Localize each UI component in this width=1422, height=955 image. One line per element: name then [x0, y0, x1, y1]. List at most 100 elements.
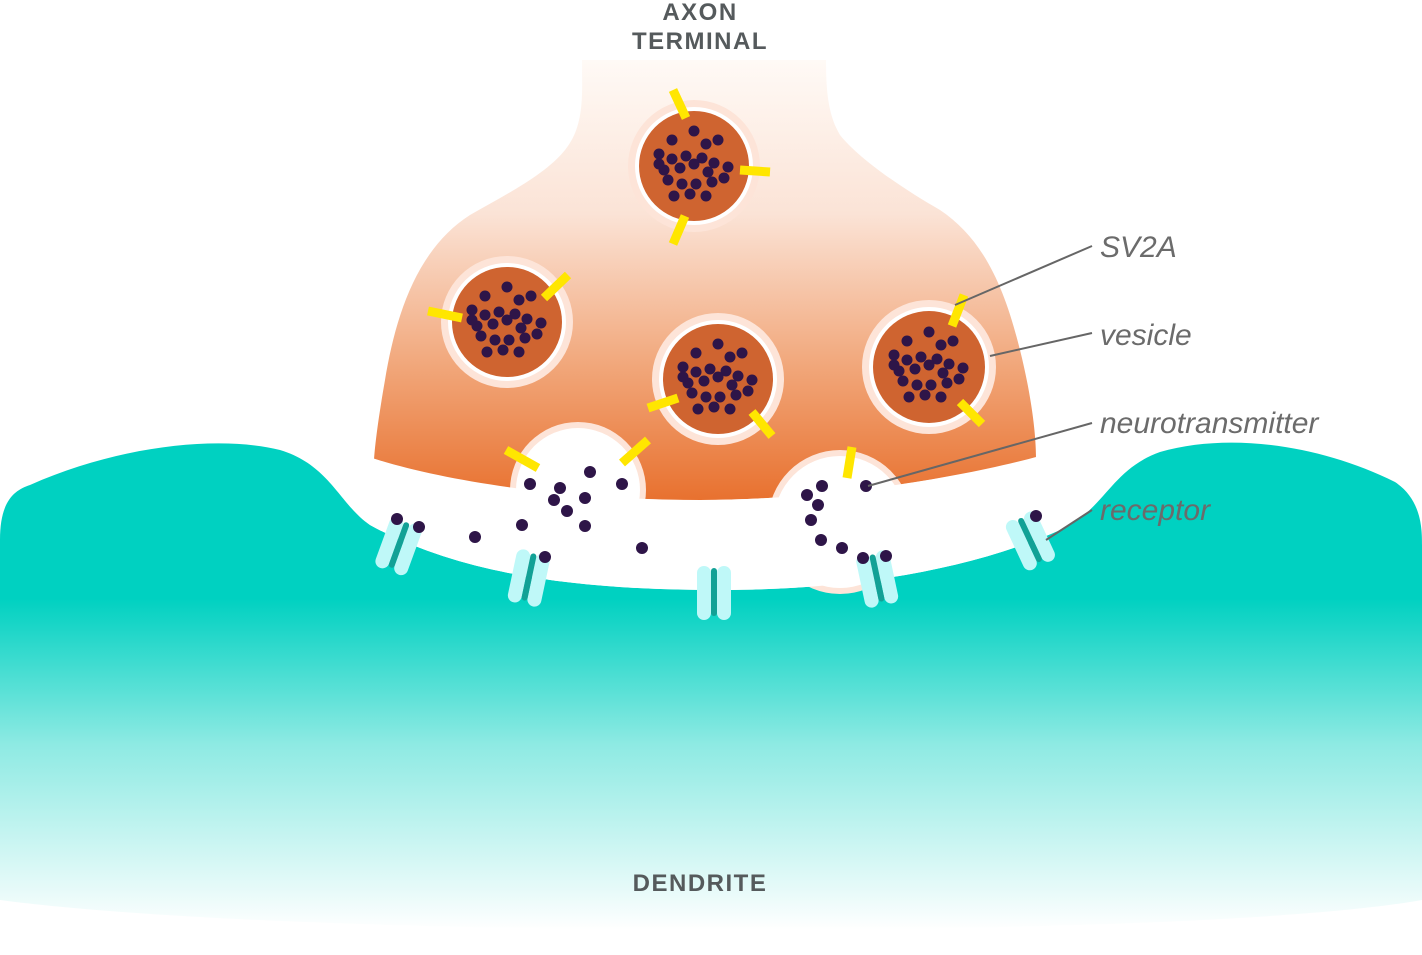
neurotransmitter-dot: [805, 514, 817, 526]
neurotransmitter-dot: [724, 351, 736, 363]
neurotransmitter-dot: [935, 391, 947, 403]
neurotransmitter-label: neurotransmitter: [1100, 407, 1319, 440]
neurotransmitter-dot: [676, 178, 688, 190]
neurotransmitter-dot: [888, 349, 900, 361]
neurotransmitter-dot: [730, 389, 742, 401]
neurotransmitter-dot: [708, 401, 720, 413]
sv2a-protein: [646, 393, 680, 413]
neurotransmitter-dot: [712, 134, 724, 146]
receptor-channel: [1018, 517, 1042, 563]
axon-terminal-label-line1: AXON: [662, 0, 737, 26]
neurotransmitter-dot: [475, 330, 487, 342]
receptor-subunit-right: [717, 566, 731, 620]
neurotransmitter-dot: [481, 346, 493, 358]
neurotransmitter-dot: [700, 190, 712, 202]
neurotransmitter-dot: [501, 281, 513, 293]
receptor: [1005, 511, 1055, 571]
neurotransmitter-dot: [690, 347, 702, 359]
neurotransmitter-dot: [668, 190, 680, 202]
receptor-subunit-left: [507, 549, 531, 603]
neurotransmitter-dot: [677, 371, 689, 383]
neurotransmitter-dot: [718, 172, 730, 184]
neurotransmitter-dot: [466, 304, 478, 316]
neurotransmitter-dot: [513, 294, 525, 306]
neurotransmitter-dot: [720, 365, 732, 377]
receptor-subunit-left: [697, 566, 711, 620]
neurotransmitter-dot: [919, 389, 931, 401]
receptor-leader-line: [1045, 509, 1093, 541]
neurotransmitter-dot: [616, 478, 628, 490]
neurotransmitter-dot: [1030, 510, 1042, 522]
neurotransmitter-leader-line: [867, 422, 1093, 487]
receptor-subunit-left: [375, 516, 404, 569]
neurotransmitter-dot: [698, 375, 710, 387]
neurotransmitter-dot: [525, 290, 537, 302]
vesicle: [628, 100, 760, 232]
neurotransmitter-dot: [686, 387, 698, 399]
neurotransmitter-dot: [937, 367, 949, 379]
dendrite-body: [0, 442, 1422, 930]
neurotransmitter-dot: [539, 551, 551, 563]
neurotransmitter-dot: [860, 480, 872, 492]
receptor-channel: [388, 522, 410, 568]
receptor-channel: [869, 554, 885, 602]
neurotransmitter-dot: [696, 152, 708, 164]
sv2a-label: SV2A: [1100, 231, 1177, 264]
neurotransmitter-dot: [712, 338, 724, 350]
neurotransmitter-dot: [901, 335, 913, 347]
receptor-subunit-right: [1024, 511, 1055, 562]
neurotransmitter-dot: [688, 125, 700, 137]
neurotransmitter-dot: [726, 379, 738, 391]
vesicle: [441, 256, 573, 388]
receptor-channel: [711, 568, 717, 616]
neurotransmitter-dot: [815, 534, 827, 546]
neurotransmitter-dot: [554, 482, 566, 494]
neurotransmitter-dot: [521, 313, 533, 325]
neurotransmitter-dot: [636, 542, 648, 554]
neurotransmitter-dot: [413, 521, 425, 533]
neurotransmitter-dot: [801, 489, 813, 501]
neurotransmitter-dot: [497, 344, 509, 356]
neurotransmitter-dot: [704, 363, 716, 375]
neurotransmitter-dot: [509, 308, 521, 320]
vesicle-leader-line: [989, 332, 1093, 357]
neurotransmitter-dot: [501, 314, 513, 326]
neurotransmitter-dot: [702, 166, 714, 178]
neurotransmitter-dot: [487, 318, 499, 330]
neurotransmitter-dot: [535, 317, 547, 329]
sv2a-protein: [427, 306, 463, 323]
neurotransmitter-dot: [524, 478, 536, 490]
neurotransmitter-dot: [915, 351, 927, 363]
neurotransmitter-dot: [724, 403, 736, 415]
neurotransmitter-dot: [479, 290, 491, 302]
neurotransmitter-dot: [812, 499, 824, 511]
neurotransmitter-dot: [746, 374, 758, 386]
neurotransmitter-dot: [732, 370, 744, 382]
neurotransmitter-dot: [923, 359, 935, 371]
neurotransmitter-dot: [688, 158, 700, 170]
axon-terminal-label-line2: TERMINAL: [632, 28, 768, 55]
receptor-subunit-right: [527, 553, 550, 607]
sv2a-protein: [668, 214, 690, 246]
neurotransmitter-dot: [666, 134, 678, 146]
sv2a-protein: [540, 271, 572, 302]
neurotransmitter-dot: [957, 362, 969, 374]
neurotransmitter-dot: [931, 353, 943, 365]
neurotransmitter-dot: [531, 328, 543, 340]
neurotransmitter-dot: [903, 391, 915, 403]
sv2a-protein: [503, 446, 541, 472]
neurotransmitter-dot: [515, 322, 527, 334]
neurotransmitter-dot: [653, 148, 665, 160]
neurotransmitter-dot: [947, 335, 959, 347]
neurotransmitter-dot: [493, 306, 505, 318]
neurotransmitter-dot: [935, 339, 947, 351]
sv2a-protein: [739, 165, 771, 177]
neurotransmitter-dot: [941, 377, 953, 389]
neurotransmitter-dot: [857, 552, 869, 564]
vesicle-label: vesicle: [1100, 319, 1192, 352]
neurotransmitter-dot: [736, 347, 748, 359]
neurotransmitter-dot: [690, 366, 702, 378]
sv2a-proteins: [427, 88, 986, 479]
neurotransmitter-dot: [677, 361, 689, 373]
